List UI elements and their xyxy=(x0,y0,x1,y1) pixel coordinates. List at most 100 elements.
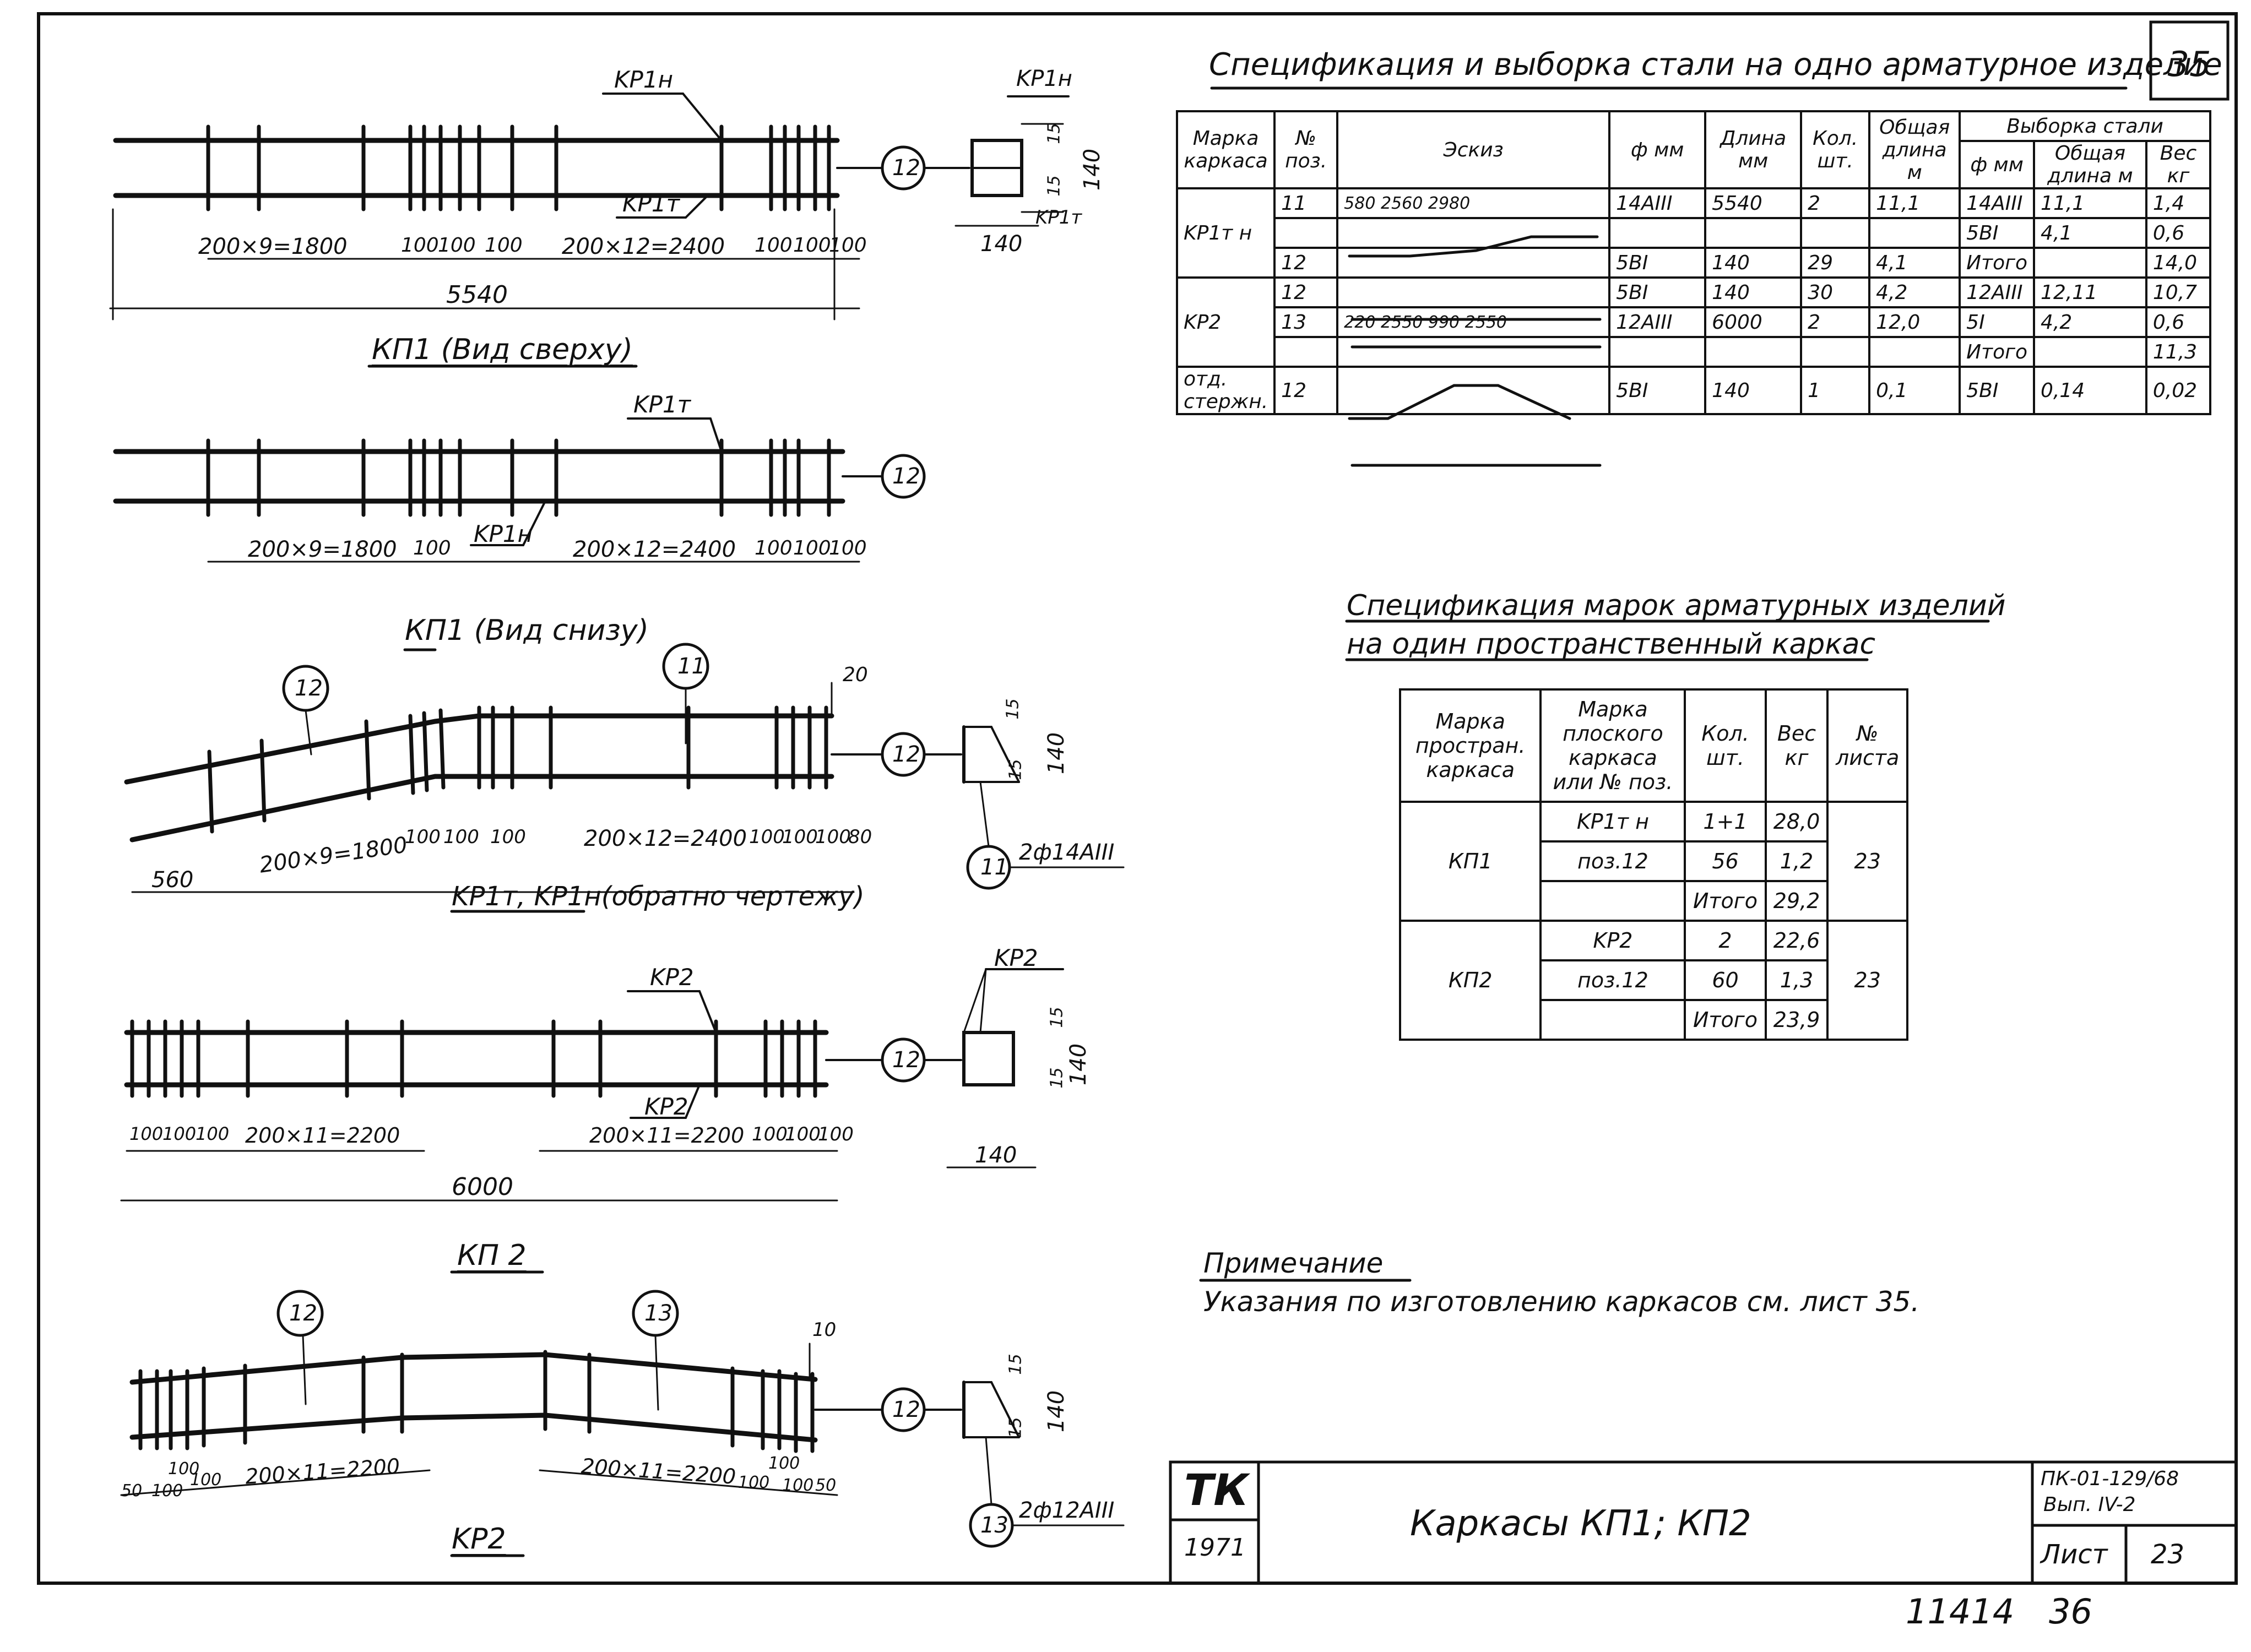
kp1-top-caption: КП1 (Вид сверху) xyxy=(372,333,633,366)
kp2-bent-pos-left: 12 xyxy=(289,1301,317,1326)
kp2-bent-pos-right: 13 xyxy=(644,1301,672,1326)
spec1-cell-slen xyxy=(2033,336,2147,368)
kp1-bent-dim-right: 200×12=2400 xyxy=(584,826,747,851)
spec1-header-row: Марка каркаса № поз. Эскиз ф мм Длина мм… xyxy=(1175,110,2211,189)
kp1-bent-dim-top: 20 xyxy=(843,664,868,686)
spec1-cell-sdiam: 12АIII xyxy=(1959,276,2036,308)
spec2-h-count: Кол. шт. xyxy=(1684,688,1767,803)
kp1-top-label-top: KP1н xyxy=(614,66,674,93)
spec1-cell-count: 2 xyxy=(1800,187,1871,219)
spec2-cell-weight: 23,9 xyxy=(1764,999,1829,1041)
kp2-total: 6000 xyxy=(452,1173,513,1201)
spec1-h-total: Общая длина м xyxy=(1868,110,1961,189)
title-block xyxy=(1169,1460,2238,1585)
spec1-title: Спецификация и выборка стали на одно арм… xyxy=(1209,47,2222,83)
kp1-top-total: 5540 xyxy=(446,281,508,309)
kp1-bottom-dim-left: 200×9=1800 xyxy=(248,537,397,562)
kp1-bottom-dim-end-2: 100 xyxy=(793,537,831,559)
footer-page: 36 xyxy=(2049,1591,2092,1632)
spec1-cell-sketch xyxy=(1336,247,1611,279)
spec1-cell-count: 2 xyxy=(1800,306,1871,338)
kp1-bent-section-pos: 11 xyxy=(980,855,1008,880)
kp2-bent-pos-section: 12 xyxy=(892,1397,920,1422)
kp2-dim-start-1: 100 xyxy=(129,1123,164,1144)
spec1-cell-length xyxy=(1704,217,1803,249)
spec2-cell-flat: KP1т н xyxy=(1539,801,1686,843)
kp1-bent-pos-section: 12 xyxy=(892,742,920,767)
kp2-bent-dim-top: 10 xyxy=(812,1319,837,1341)
kp1-section-label-bottom: KP1т xyxy=(1035,206,1082,229)
spec1-cell-sdiam: 14АIII xyxy=(1959,187,2036,219)
kp2-dim-start-2: 100 xyxy=(162,1123,197,1144)
kp1-top-section xyxy=(954,95,1070,227)
spec2-cell-count: Итого xyxy=(1684,999,1767,1041)
spec1-cell-diam xyxy=(1608,336,1707,368)
spec1-cell-count: 1 xyxy=(1800,366,1871,415)
kp2-section-label: KP2 xyxy=(994,944,1038,971)
spec1-cell-sketch xyxy=(1336,276,1611,308)
spec1-cell-sketch: 580 2560 2980 xyxy=(1336,187,1611,219)
spec1-cell-sw: 0,6 xyxy=(2145,306,2212,338)
spec1-cell-total xyxy=(1868,217,1961,249)
spec1-cell-sdiam: 5BI xyxy=(1959,217,2036,249)
spec1-cell-sw: 11,3 xyxy=(2145,336,2212,368)
table-row: поз.12 56 1,2 xyxy=(1400,840,1907,882)
spec1-table: Марка каркаса № поз. Эскиз ф мм Длина мм… xyxy=(1175,110,2212,415)
kp2-bent-dim-end-2: 100 xyxy=(768,1454,800,1473)
kp2-bent-section-cover-1: 15 xyxy=(1006,1354,1026,1375)
spec1-cell-sdiam: Итого xyxy=(1959,247,2036,279)
kp1-bent-dim-mid-2: 100 xyxy=(443,826,479,848)
kp2-dim-left: 200×11=2200 xyxy=(245,1123,400,1148)
kp1-bottom-caption: КП1 (Вид снизу) xyxy=(405,614,649,647)
kp1-section-height: 140 xyxy=(1080,148,1105,191)
kp1-bottom-label-top: KP1т xyxy=(633,391,691,418)
note-text: Указания по изготовлению каркасов см. ли… xyxy=(1203,1286,1920,1318)
spec1-cell-pos xyxy=(1273,217,1339,249)
kp1-top-dim-right: 200×12=2400 xyxy=(562,234,725,259)
kp1-bent-pos-left: 12 xyxy=(295,676,323,701)
title-block-code-1: ПК-01-129/68 xyxy=(2041,1468,2179,1490)
spec1-cell-length: 5540 xyxy=(1704,187,1803,219)
corner-number: 35 xyxy=(2168,44,2211,84)
kp2-bent-dim-start-3: 100 xyxy=(168,1459,200,1479)
kp2-pos: 12 xyxy=(892,1047,920,1073)
table-row: Итого 23,9 xyxy=(1400,999,1907,1041)
spec1-cell-slen xyxy=(2033,247,2147,279)
kp2-bent-dim-end-3: 100 xyxy=(782,1476,814,1495)
kp1-top-dim-end-2: 100 xyxy=(793,234,831,257)
kp1-top-dim-left: 200×9=1800 xyxy=(198,234,348,259)
kp2-view xyxy=(120,990,962,1202)
title-block-year: 1971 xyxy=(1184,1534,1246,1562)
spec1-cell-pos: 12 xyxy=(1273,276,1339,308)
kp1-bent-pos-right: 11 xyxy=(677,654,706,679)
kp1-top-pos: 12 xyxy=(892,155,920,181)
spec2-cell-count: 60 xyxy=(1684,959,1767,1001)
spec1-h-sel-len: Общая длина м xyxy=(2033,140,2147,189)
table-row: 13 220 2550 990 2550 12АIII 6000 2 12,0 … xyxy=(1177,306,2212,338)
spec1-cell-sw: 10,7 xyxy=(2145,276,2212,308)
kp1-bottom-pos: 12 xyxy=(892,464,920,489)
spec2-cell-count: 56 xyxy=(1684,840,1767,882)
kp1-bent-section-bar: 2ф14АIII xyxy=(1019,840,1115,865)
kp1-bent-dim-end-1: 100 xyxy=(749,826,785,848)
kp2-bent-dim-start-1: 50 xyxy=(121,1481,143,1501)
spec2-cell-sheet: 23 xyxy=(1826,801,1908,922)
spec1-cell-count: 29 xyxy=(1800,247,1871,279)
spec1-cell-length: 140 xyxy=(1704,276,1803,308)
spec1-cell-total xyxy=(1868,336,1961,368)
kp1-bent-section xyxy=(962,725,1125,890)
table-row: отд. стержн. 12 5BI 140 1 0,1 5BI 0,14 0… xyxy=(1175,366,2212,415)
spec2-cell-count: 1+1 xyxy=(1684,801,1767,843)
spec1-h-selection: Выборка стали xyxy=(1959,110,2211,142)
kp2-bent-section-cover-2: 15 xyxy=(1006,1417,1026,1438)
spec2-cell-sheet: 23 xyxy=(1826,920,1908,1041)
spec1-cell-sdiam: Итого xyxy=(1959,336,2036,368)
kp1-bent-dim-start: 560 xyxy=(151,867,194,893)
table-row: Итого 11,3 xyxy=(1177,336,2212,368)
kp2-bent-section-pos: 13 xyxy=(980,1513,1008,1538)
spec1-cell-length: 6000 xyxy=(1704,306,1803,338)
kp2-bent-view xyxy=(120,1290,962,1496)
spec1-cell-sdiam: 5I xyxy=(1959,306,2036,338)
spec2-table: Марка простран. каркаса Марка плоского к… xyxy=(1398,688,1908,1041)
spec1-h-diam: ф мм xyxy=(1608,110,1707,189)
